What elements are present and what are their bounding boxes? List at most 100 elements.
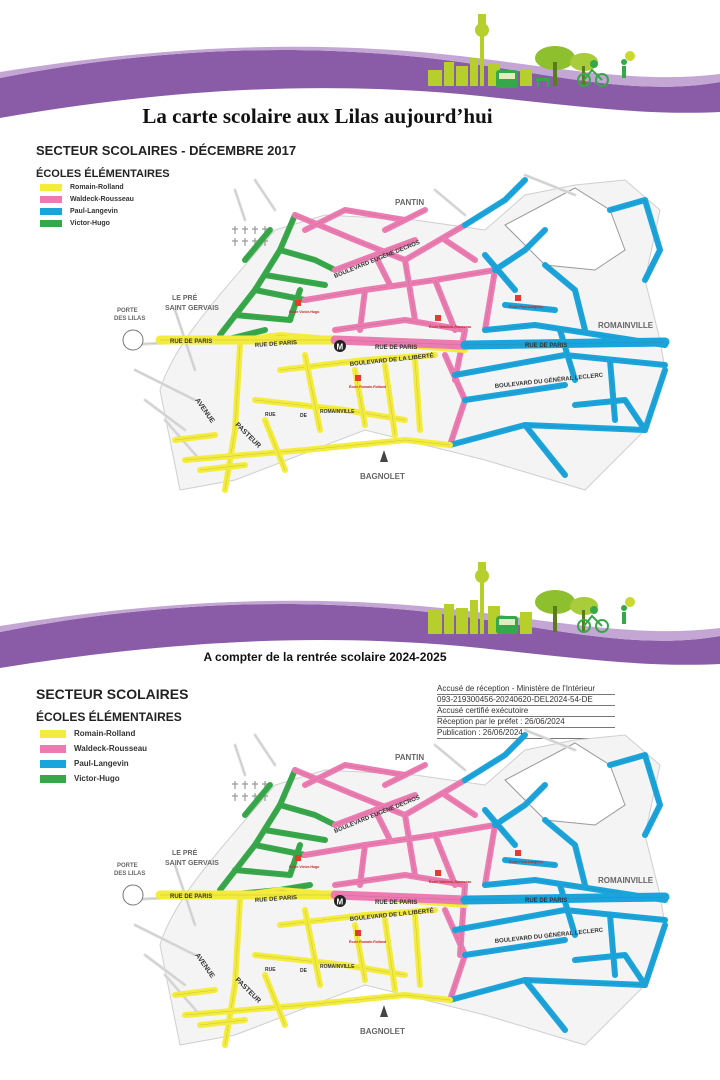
metro-icon — [334, 895, 346, 907]
label-des-lilas: DES LILAS — [114, 316, 145, 322]
street-romain-rolland — [302, 907, 323, 988]
street-victor-hugo — [262, 827, 328, 843]
porte-des-lilas-roundabout — [122, 884, 144, 906]
label-de: DE — [300, 413, 308, 419]
street-waldeck-rousseau-edge — [434, 279, 456, 331]
street-paul-langevin — [462, 937, 568, 958]
receipt-line: Réception par le préfet : 26/06/2024 — [437, 717, 615, 728]
legend-label: Waldeck-Rousseau — [74, 744, 148, 753]
label-le-pre: LE PRÉ — [172, 848, 198, 857]
street-romain-rolland — [382, 362, 398, 438]
avenue-rue-de-paris-centre-edge — [334, 339, 466, 346]
top-banner — [0, 0, 720, 135]
school-marker-icon — [515, 850, 521, 856]
street-waldeck-rousseau — [302, 822, 498, 858]
street-paul-langevin-edge — [609, 754, 661, 836]
label-romainville: ROMAINVILLE — [598, 876, 654, 885]
street-romain-rolland-edge — [224, 899, 241, 1046]
street-waldeck-rousseau — [332, 317, 468, 333]
street-paul-langevin — [462, 382, 568, 403]
direction-arrow-icon — [380, 450, 388, 462]
street-waldeck-rousseau — [432, 277, 458, 333]
bottom-legend-title: ÉCOLES ÉLÉMENTAIRES — [36, 710, 182, 724]
street-romain-rolland — [302, 352, 323, 433]
street-waldeck-rousseau-edge — [404, 814, 416, 876]
street-romain-rolland-edge — [224, 344, 241, 491]
legend-item: Romain-Rolland — [40, 184, 134, 191]
grey-street-edge — [254, 734, 276, 766]
street-romain-rolland-edge — [304, 909, 321, 986]
grey-street — [133, 923, 197, 957]
street-paul-langevin-edge — [494, 229, 546, 271]
legend-label: Paul-Langevin — [70, 208, 118, 215]
street-paul-langevin — [492, 227, 548, 273]
grey-street-edge — [144, 954, 186, 986]
street-victor-hugo — [262, 272, 328, 288]
label-bagnolet: BAGNOLET — [360, 1027, 405, 1036]
legend-item: Paul-Langevin — [40, 759, 147, 768]
grey-street — [133, 368, 197, 402]
street-waldeck-rousseau — [382, 762, 428, 788]
street-victor-hugo-edge — [244, 784, 271, 816]
direction-arrow-icon — [380, 1005, 388, 1017]
street-paul-langevin — [502, 302, 558, 313]
street-waldeck-rousseau-edge — [374, 254, 391, 286]
street-romain-rolland — [252, 397, 408, 423]
school-marker-icon — [515, 295, 521, 301]
street-romain-rolland — [382, 917, 398, 993]
grey-street-edge — [134, 924, 196, 956]
grey-street-edge — [524, 729, 576, 751]
street-paul-langevin — [542, 817, 588, 888]
street-waldeck-rousseau-edge — [434, 834, 456, 886]
grey-street — [433, 188, 467, 217]
street-romain-rolland — [197, 1017, 248, 1028]
label-rue-de-paris-3: RUE DE PARIS — [375, 900, 417, 906]
label-rue-romainville: ROMAINVILLE — [320, 964, 355, 970]
cemetery-cross-icon — [242, 793, 248, 801]
grey-street-edge — [524, 174, 576, 196]
avenue-rue-de-paris-east — [460, 892, 670, 905]
street-waldeck-rousseau — [482, 267, 498, 333]
cemetery-cross-icon — [242, 226, 248, 234]
label-des-lilas: DES LILAS — [114, 871, 145, 877]
label-pantin: PANTIN — [395, 198, 424, 207]
cemetery-cross-icon — [232, 781, 238, 789]
street-romain-rolland-edge — [199, 1019, 246, 1026]
bottom-banner — [0, 560, 720, 670]
grey-street — [523, 728, 577, 752]
top-sector-title: SECTEUR SCOLAIRES - DÉCEMBRE 2017 — [36, 143, 297, 158]
city-skyline-icon-2 — [428, 562, 532, 634]
street-romain-rolland-edge — [264, 419, 286, 471]
school-marker-icon — [435, 315, 441, 321]
street-paul-langevin-edge — [524, 979, 566, 1031]
top-legend-title: ÉCOLES ÉLÉMENTAIRES — [36, 168, 170, 180]
cemetery-cross-icon — [232, 238, 238, 246]
label-le-pre: LE PRÉ — [172, 293, 198, 302]
street-waldeck-rousseau — [432, 832, 458, 888]
street-waldeck-rousseau — [332, 872, 468, 888]
bench-icon — [536, 78, 550, 87]
street-waldeck-rousseau-edge — [334, 874, 466, 886]
street-romain-rolland — [182, 437, 453, 463]
cemetery-cross-icon — [232, 793, 238, 801]
cyclist-icon-2 — [577, 606, 609, 633]
street-waldeck-rousseau — [442, 792, 478, 818]
street-victor-hugo — [277, 802, 338, 828]
street-waldeck-rousseau-edge — [304, 824, 496, 856]
avenue-rue-de-paris-east-edge — [464, 341, 666, 346]
street-waldeck-rousseau-edge — [304, 764, 406, 786]
street-paul-langevin-edge — [559, 329, 576, 381]
school-label: École Romain-Rolland — [349, 384, 386, 389]
legend-label: Romain-Rolland — [74, 729, 136, 738]
street-romain-rolland-edge — [184, 439, 451, 461]
street-waldeck-rousseau — [382, 207, 428, 233]
street-romain-rolland-edge — [384, 919, 396, 991]
street-waldeck-rousseau-edge — [384, 764, 426, 786]
street-paul-langevin-edge — [449, 369, 666, 446]
porte-des-lilas-roundabout — [122, 329, 144, 351]
street-paul-langevin — [482, 807, 518, 848]
street-victor-hugo-edge — [244, 229, 271, 261]
school-marker-icon — [295, 300, 301, 306]
street-paul-langevin — [447, 922, 668, 1003]
